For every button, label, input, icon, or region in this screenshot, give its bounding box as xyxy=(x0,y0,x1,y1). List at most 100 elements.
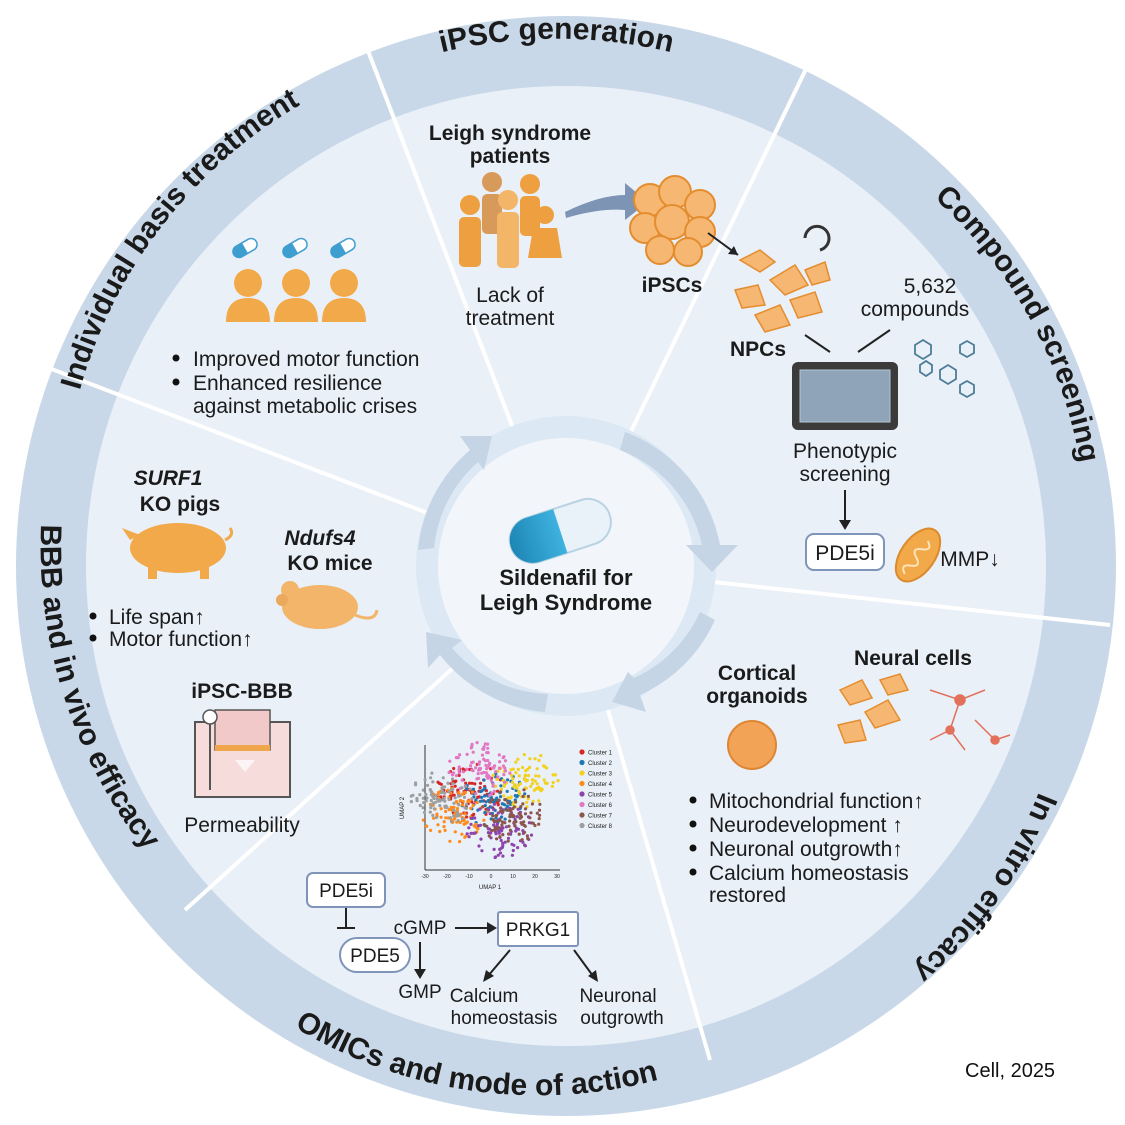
umap-point xyxy=(493,764,497,768)
umap-point xyxy=(464,781,468,785)
umap-point xyxy=(429,828,433,833)
umap-point xyxy=(538,802,542,806)
calcium-line2: homeostasis xyxy=(451,1008,558,1029)
neuronal-line2: outgrowth xyxy=(580,1008,663,1029)
umap-point xyxy=(530,781,535,786)
umap-point xyxy=(533,779,537,783)
umap-point xyxy=(424,792,428,797)
umap-point xyxy=(458,753,462,757)
umap-point xyxy=(498,851,503,855)
pde5i-omics-label: PDE5i xyxy=(319,881,373,902)
umap-point xyxy=(429,776,433,780)
umap-point xyxy=(489,779,493,783)
npcs-label: NPCs xyxy=(730,338,786,361)
umap-point xyxy=(507,832,511,836)
umap-point xyxy=(502,784,506,789)
umap-legend-swatch xyxy=(579,759,585,766)
umap-point xyxy=(516,767,521,772)
invitro-bullet-2: Neurodevelopment ↑ xyxy=(709,814,903,837)
umap-point xyxy=(516,846,520,850)
umap-point xyxy=(462,795,467,799)
umap-point xyxy=(542,764,546,768)
umap-point xyxy=(537,817,541,821)
umap-point xyxy=(486,742,490,746)
umap-point xyxy=(503,821,507,825)
umap-xtick: -10 xyxy=(465,874,472,880)
umap-point xyxy=(496,789,500,793)
umap-point xyxy=(474,798,478,802)
umap-point xyxy=(454,774,458,778)
umap-point xyxy=(463,812,467,816)
umap-point xyxy=(478,807,482,811)
umap-point xyxy=(474,766,478,770)
umap-point xyxy=(498,847,502,852)
umap-point xyxy=(451,777,455,781)
umap-point xyxy=(457,768,461,772)
umap-point xyxy=(506,839,510,843)
umap-point xyxy=(500,823,504,827)
umap-point xyxy=(473,831,477,835)
umap-point xyxy=(430,790,434,795)
umap-point xyxy=(528,765,532,770)
umap-point xyxy=(466,799,470,804)
individual-bullet-1: Improved motor function xyxy=(193,348,419,371)
umap-point xyxy=(457,771,461,775)
individual-bullets: Improved motor function Enhanced resilie… xyxy=(172,348,419,418)
umap-point xyxy=(483,803,487,808)
umap-point xyxy=(550,784,555,788)
umap-point xyxy=(482,778,486,782)
umap-point xyxy=(498,760,502,764)
umap-point xyxy=(517,811,521,816)
umap-point xyxy=(443,828,447,833)
umap-point xyxy=(499,806,503,810)
umap-point xyxy=(468,781,472,785)
umap-point xyxy=(473,782,477,786)
umap-point xyxy=(540,787,544,792)
umap-point xyxy=(453,784,457,788)
umap-point xyxy=(481,805,485,809)
umap-point xyxy=(484,771,488,775)
umap-point xyxy=(470,790,475,794)
umap-point xyxy=(452,801,456,805)
umap-point xyxy=(476,827,480,831)
umap-point xyxy=(421,788,425,792)
umap-point xyxy=(524,773,528,777)
umap-legend-label: Cluster 4 xyxy=(588,782,613,788)
umap-point xyxy=(464,787,469,791)
bbb-bullets: Life span↑ Motor function↑ xyxy=(89,606,253,651)
umap-point xyxy=(411,793,415,797)
phenotypic-screening-line2: screening xyxy=(799,463,890,486)
umap-point xyxy=(439,791,443,795)
umap-point xyxy=(421,806,425,810)
umap-point xyxy=(487,808,491,812)
ko-pigs-label: KO pigs xyxy=(140,493,221,516)
umap-point xyxy=(504,808,508,812)
umap-point xyxy=(442,820,446,824)
umap-point xyxy=(551,780,555,785)
umap-point xyxy=(429,798,433,803)
umap-point xyxy=(431,813,435,818)
umap-point xyxy=(452,808,456,813)
compound-count-line1: 5,632 xyxy=(904,275,957,298)
organoid-icon xyxy=(727,720,777,770)
individual-bullet-2: Enhanced resilience xyxy=(193,372,382,395)
umap-point xyxy=(469,816,473,820)
umap-point xyxy=(460,817,465,821)
umap-point xyxy=(512,843,516,847)
umap-point xyxy=(430,771,434,775)
umap-point xyxy=(511,802,515,807)
umap-point xyxy=(409,800,413,804)
umap-point xyxy=(432,816,436,820)
umap-point xyxy=(478,760,482,764)
umap-point xyxy=(452,771,456,775)
transwell-icon xyxy=(194,709,291,798)
umap-point xyxy=(476,795,480,800)
umap-point xyxy=(537,808,542,812)
umap-legend-label: Cluster 3 xyxy=(588,772,613,778)
umap-point xyxy=(514,829,518,833)
umap-point xyxy=(447,770,451,775)
umap-legend-swatch xyxy=(579,770,585,776)
umap-point xyxy=(482,788,486,792)
umap-point xyxy=(516,807,520,811)
umap-point xyxy=(447,797,451,802)
